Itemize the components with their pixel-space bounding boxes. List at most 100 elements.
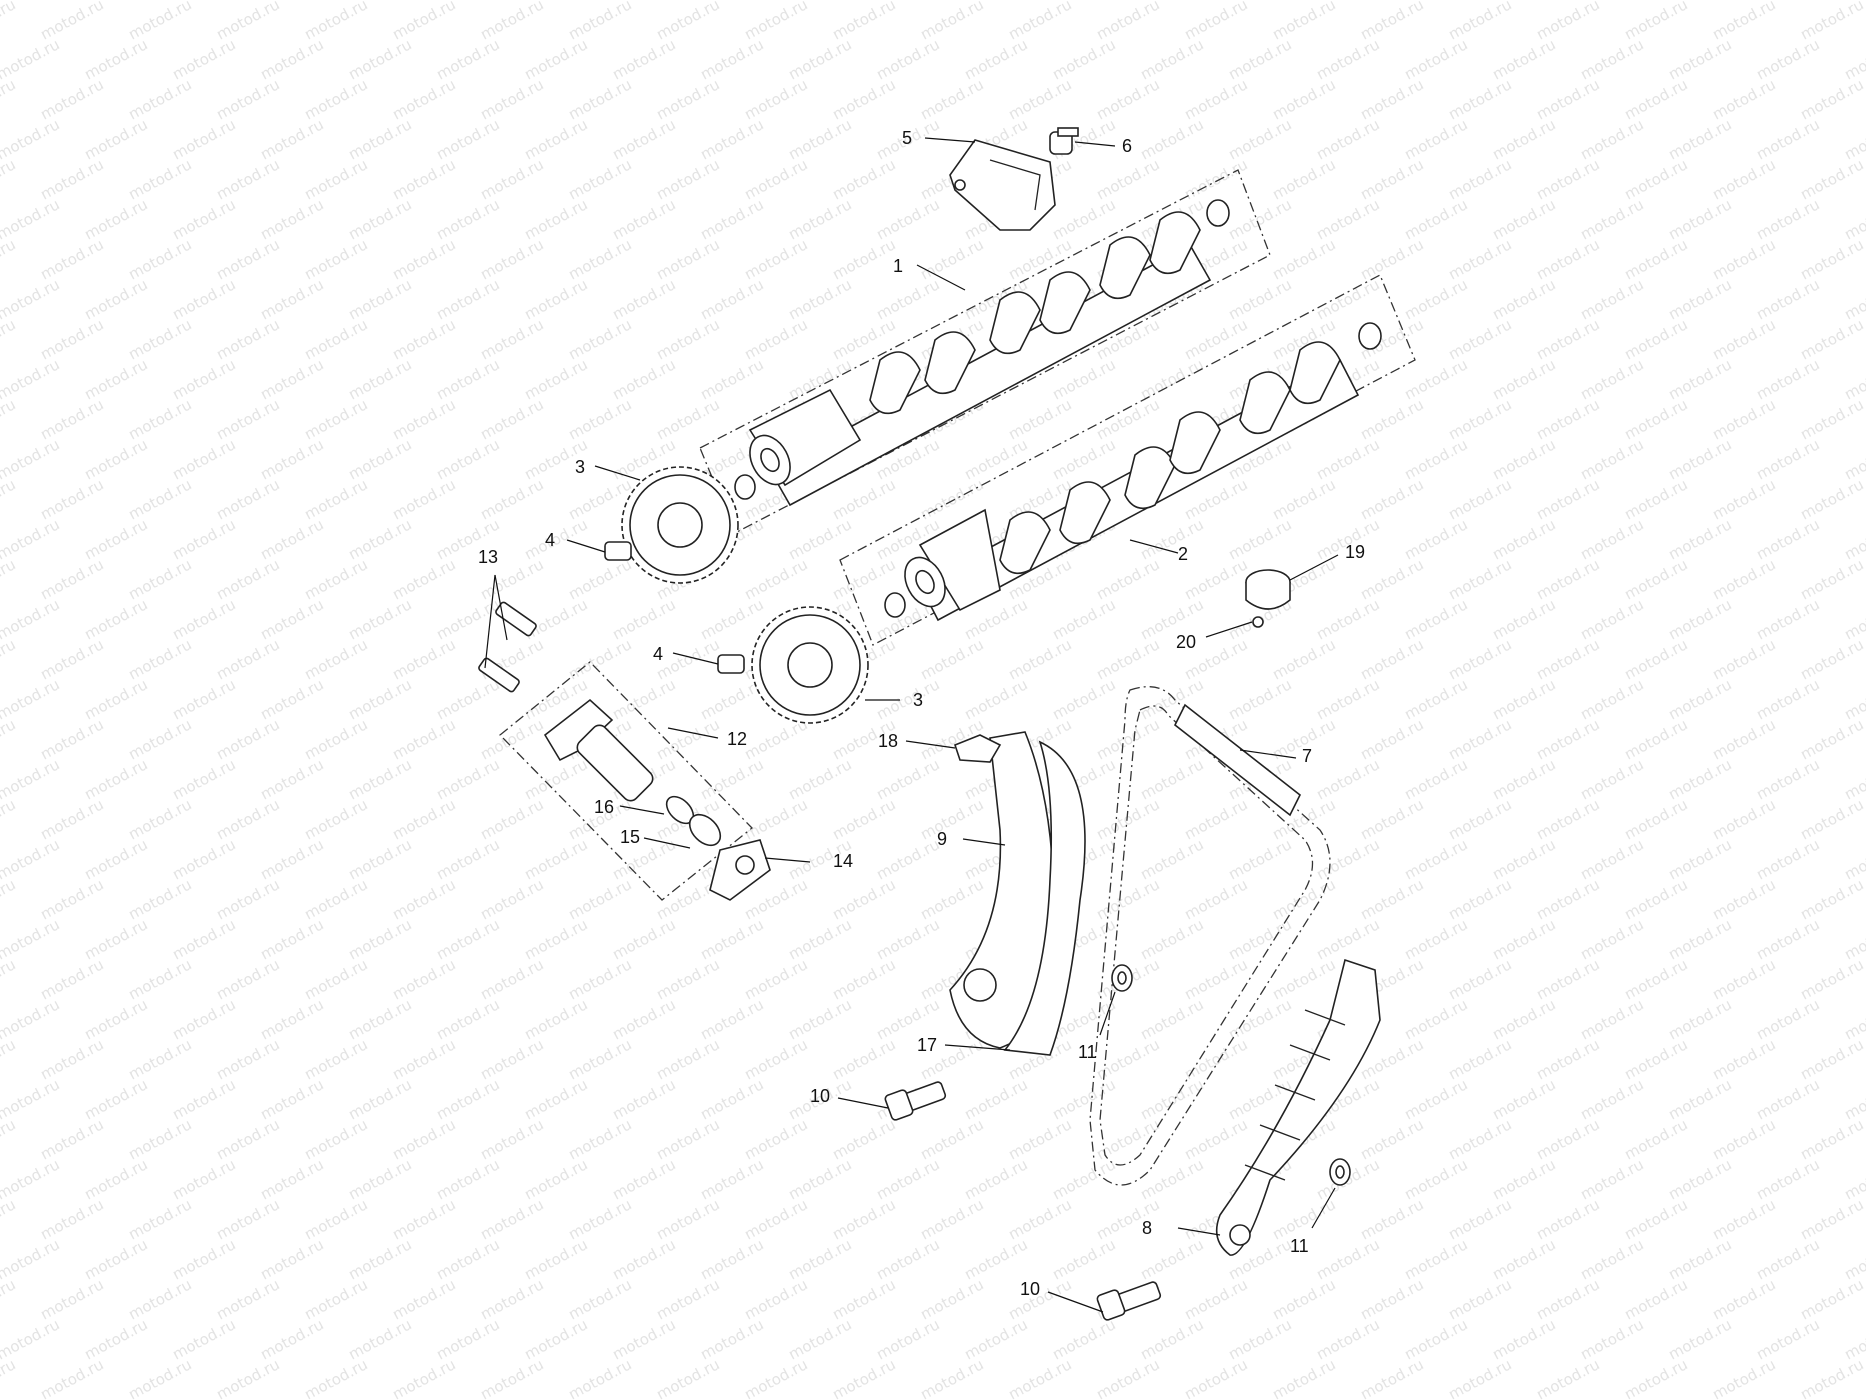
watermark-text: motod.ru bbox=[917, 1195, 986, 1243]
watermark-text: motod.ru bbox=[125, 75, 194, 123]
callout-10-lower: 10 bbox=[1020, 1279, 1040, 1299]
watermark-text: motod.ru bbox=[1533, 1035, 1602, 1083]
washer-right bbox=[1329, 1158, 1351, 1186]
watermark-text: motod.ru bbox=[1181, 315, 1250, 363]
watermark-text: motod.ru bbox=[873, 915, 942, 963]
watermark-text: motod.ru bbox=[609, 355, 678, 403]
callout-12: 12 bbox=[727, 729, 747, 749]
watermark-text: motod.ru bbox=[521, 35, 590, 83]
watermark-text: motod.ru bbox=[213, 1355, 282, 1400]
watermark-text: motod.ru bbox=[0, 1195, 19, 1243]
watermark-text: motod.ru bbox=[741, 315, 810, 363]
watermark-text: motod.ru bbox=[1577, 275, 1646, 323]
watermark-text: motod.ru bbox=[1401, 915, 1470, 963]
watermark-text: motod.ru bbox=[1093, 1195, 1162, 1243]
watermark-text: motod.ru bbox=[477, 875, 546, 923]
watermark-text: motod.ru bbox=[1093, 715, 1162, 763]
watermark-text: motod.ru bbox=[125, 475, 194, 523]
watermark-text: motod.ru bbox=[565, 155, 634, 203]
watermark-text: motod.ru bbox=[609, 1235, 678, 1283]
watermark-text: motod.ru bbox=[0, 795, 19, 843]
watermark-text: motod.ru bbox=[873, 1155, 942, 1203]
watermark-text: motod.ru bbox=[785, 275, 854, 323]
watermark-text: motod.ru bbox=[1313, 275, 1382, 323]
watermark-text: motod.ru bbox=[345, 1315, 414, 1363]
watermark-text: motod.ru bbox=[1269, 475, 1338, 523]
watermark-text: motod.ru bbox=[433, 35, 502, 83]
watermark-text: motod.ru bbox=[1313, 915, 1382, 963]
watermark-text: motod.ru bbox=[213, 1035, 282, 1083]
watermark-text: motod.ru bbox=[1797, 1355, 1866, 1400]
watermark-text: motod.ru bbox=[785, 755, 854, 803]
watermark-text: motod.ru bbox=[125, 395, 194, 443]
watermark-text: motod.ru bbox=[785, 995, 854, 1043]
callout-19: 19 bbox=[1345, 542, 1365, 562]
watermark-text: motod.ru bbox=[1797, 715, 1866, 763]
bracket-screw bbox=[1049, 127, 1079, 155]
watermark-text: motod.ru bbox=[1841, 435, 1866, 483]
watermark-text: motod.ru bbox=[1005, 395, 1074, 443]
watermark-text: motod.ru bbox=[1577, 755, 1646, 803]
watermark-text: motod.ru bbox=[1533, 795, 1602, 843]
watermark-text: motod.ru bbox=[785, 35, 854, 83]
watermark-text: motod.ru bbox=[1357, 1195, 1426, 1243]
watermark-text: motod.ru bbox=[741, 75, 810, 123]
timing-chain bbox=[1089, 686, 1331, 1186]
watermark-text: motod.ru bbox=[609, 915, 678, 963]
watermark-text: motod.ru bbox=[0, 315, 19, 363]
watermark-text: motod.ru bbox=[1181, 0, 1250, 44]
watermark-text: motod.ru bbox=[829, 1275, 898, 1323]
watermark-text: motod.ru bbox=[1225, 115, 1294, 163]
watermark-text: motod.ru bbox=[301, 955, 370, 1003]
watermark-text: motod.ru bbox=[1797, 1115, 1866, 1163]
watermark-text: motod.ru bbox=[785, 1235, 854, 1283]
watermark-text: motod.ru bbox=[1401, 995, 1470, 1043]
watermark-text: motod.ru bbox=[1401, 355, 1470, 403]
watermark-text: motod.ru bbox=[697, 1075, 766, 1123]
watermark-text: motod.ru bbox=[1577, 1075, 1646, 1123]
watermark-text: motod.ru bbox=[125, 315, 194, 363]
callout-14: 14 bbox=[833, 851, 853, 871]
watermark-text: motod.ru bbox=[301, 0, 370, 44]
watermark-text: motod.ru bbox=[1797, 555, 1866, 603]
watermark-text: motod.ru bbox=[477, 715, 546, 763]
watermark-text: motod.ru bbox=[257, 35, 326, 83]
watermark-text: motod.ru bbox=[1753, 435, 1822, 483]
watermark-text: motod.ru bbox=[1621, 795, 1690, 843]
watermark-text: motod.ru bbox=[257, 595, 326, 643]
watermark-text: motod.ru bbox=[1181, 955, 1250, 1003]
watermark-text: motod.ru bbox=[81, 115, 150, 163]
watermark-text: motod.ru bbox=[1357, 155, 1426, 203]
watermark-text: motod.ru bbox=[521, 595, 590, 643]
watermark-text: motod.ru bbox=[785, 1155, 854, 1203]
watermark-text: motod.ru bbox=[81, 515, 150, 563]
watermark-text: motod.ru bbox=[565, 1035, 634, 1083]
watermark-text: motod.ru bbox=[389, 1275, 458, 1323]
watermark-text: motod.ru bbox=[1797, 795, 1866, 843]
watermark-text: motod.ru bbox=[873, 835, 942, 883]
watermark-text: motod.ru bbox=[1533, 235, 1602, 283]
watermark-text: motod.ru bbox=[169, 835, 238, 883]
watermark-text: motod.ru bbox=[1445, 395, 1514, 443]
watermark-text: motod.ru bbox=[1489, 1075, 1558, 1123]
watermark-text: motod.ru bbox=[1401, 1155, 1470, 1203]
watermark-text: motod.ru bbox=[1621, 475, 1690, 523]
watermark-text: motod.ru bbox=[1269, 155, 1338, 203]
watermark-text: motod.ru bbox=[169, 755, 238, 803]
watermark-text: motod.ru bbox=[1533, 0, 1602, 44]
watermark-text: motod.ru bbox=[1489, 835, 1558, 883]
watermark-text: motod.ru bbox=[37, 1275, 106, 1323]
watermark-text: motod.ru bbox=[873, 35, 942, 83]
watermark-text: motod.ru bbox=[1533, 395, 1602, 443]
bearing-bracket bbox=[949, 139, 1056, 231]
watermark-text: motod.ru bbox=[1577, 115, 1646, 163]
watermark-text: motod.ru bbox=[653, 0, 722, 44]
watermark-text: motod.ru bbox=[433, 835, 502, 883]
watermark-text: motod.ru bbox=[169, 515, 238, 563]
callout-layer: 1 2 3 3 4 4 5 6 7 8 9 10 10 11 11 12 bbox=[478, 128, 1365, 1313]
watermark-text: motod.ru bbox=[257, 915, 326, 963]
watermark-text: motod.ru bbox=[609, 1395, 678, 1400]
callout-4-upper: 4 bbox=[545, 530, 555, 550]
watermark-text: motod.ru bbox=[1841, 1075, 1866, 1123]
